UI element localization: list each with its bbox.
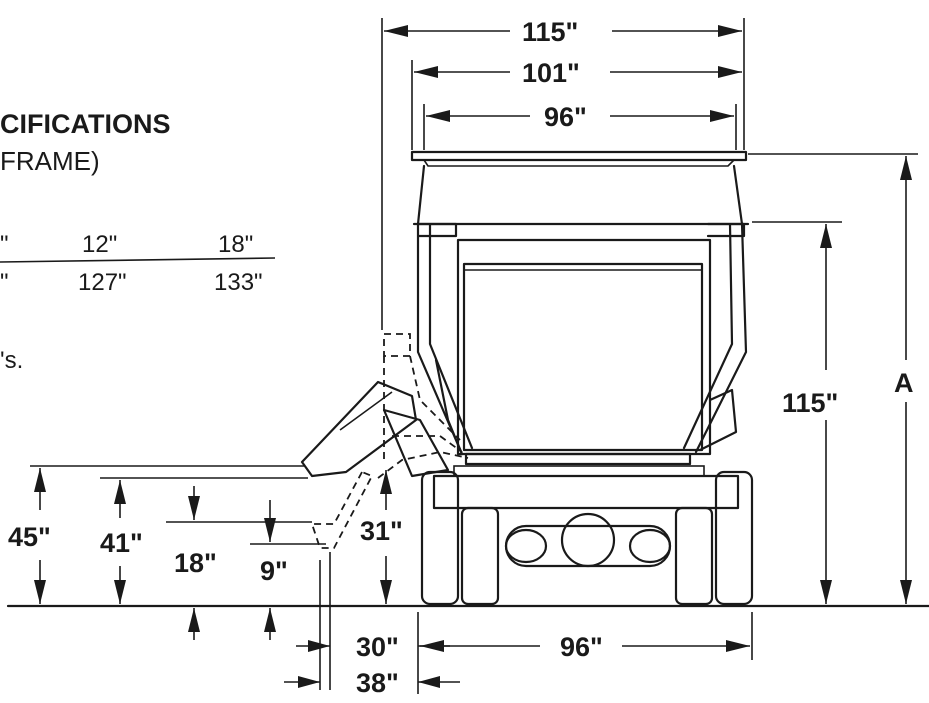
- wheel-right-inner: [674, 506, 714, 606]
- label-41: 41": [100, 528, 143, 558]
- hopper-wall-right: [732, 164, 744, 226]
- dimension-101: 101": [414, 58, 742, 88]
- spec-table-col-12: 12": [82, 231, 117, 258]
- arm-elbow: [382, 408, 450, 478]
- dimension-30: 30": [296, 632, 450, 662]
- arm-lowered-2: [377, 451, 469, 479]
- tailgate-base: [464, 452, 692, 466]
- axle-housing: [504, 524, 672, 568]
- spec-table-value-133: 133": [214, 269, 263, 296]
- dimension-height-a: A: [894, 156, 914, 604]
- hopper-wall-left: [416, 164, 426, 226]
- shoulder-left: [434, 358, 464, 456]
- spec-note: 's.: [0, 347, 23, 374]
- hub-left: [504, 528, 548, 564]
- rear-panel-outer: [456, 238, 712, 456]
- arm-stowed-path: [383, 355, 461, 460]
- label-96-bottom: 96": [560, 632, 603, 662]
- frame-rail: [453, 465, 705, 477]
- rear-panel-inner: [462, 262, 704, 452]
- label-height-115: 115": [782, 388, 838, 418]
- hopper-lip-underside: [423, 159, 735, 167]
- dimension-96-bottom: 96": [420, 632, 750, 662]
- label-101: 101": [522, 58, 580, 88]
- dimension-115-top: 115": [384, 17, 742, 47]
- dimension-96-top: 96": [426, 102, 734, 132]
- shoulder-right: [698, 388, 738, 452]
- spreader-arm: [300, 333, 469, 549]
- dimension-31: 31": [360, 470, 403, 604]
- specifications-block: CIFICATIONS FRAME) " 12" 18" " 127" 133"…: [0, 109, 276, 374]
- spec-table-col-fragment: ": [0, 231, 9, 258]
- label-38: 38": [356, 668, 399, 698]
- arm-lowered-3: [392, 435, 463, 453]
- label-45: 45": [8, 522, 51, 552]
- wheel-left-outer: [420, 470, 460, 606]
- differential: [560, 512, 616, 568]
- label-18: 18": [174, 548, 217, 578]
- spec-table-value-127: 127": [78, 269, 127, 296]
- spec-table-rule: [0, 257, 276, 263]
- dimension-45: 45": [8, 468, 51, 604]
- wheel-left-inner: [460, 506, 500, 606]
- label-9: 9": [260, 556, 288, 586]
- rear-bumper: [432, 474, 740, 510]
- label-115-top: 115": [522, 17, 578, 47]
- dimension-38: 38": [284, 668, 460, 698]
- label-30: 30": [356, 632, 399, 662]
- corner-post-right: [682, 222, 748, 454]
- spec-table-col-18: 18": [218, 231, 253, 258]
- spec-table-row-fragment: ": [0, 269, 9, 296]
- label-31: 31": [360, 516, 403, 546]
- spec-title: CIFICATIONS: [0, 109, 171, 139]
- hopper-lip: [410, 150, 748, 162]
- dimension-height-115: 115": [782, 224, 838, 604]
- arm-stowed-box: [383, 333, 411, 357]
- dimension-41: 41": [100, 480, 143, 604]
- label-96-top: 96": [544, 102, 587, 132]
- label-height-a: A: [894, 368, 914, 398]
- hub-right: [628, 528, 672, 564]
- wheel-right-outer: [714, 470, 754, 606]
- dimension-9: 9": [260, 500, 288, 640]
- dimension-18: 18": [174, 486, 217, 640]
- truck-body: [410, 150, 754, 606]
- spec-subtitle: FRAME): [0, 146, 100, 176]
